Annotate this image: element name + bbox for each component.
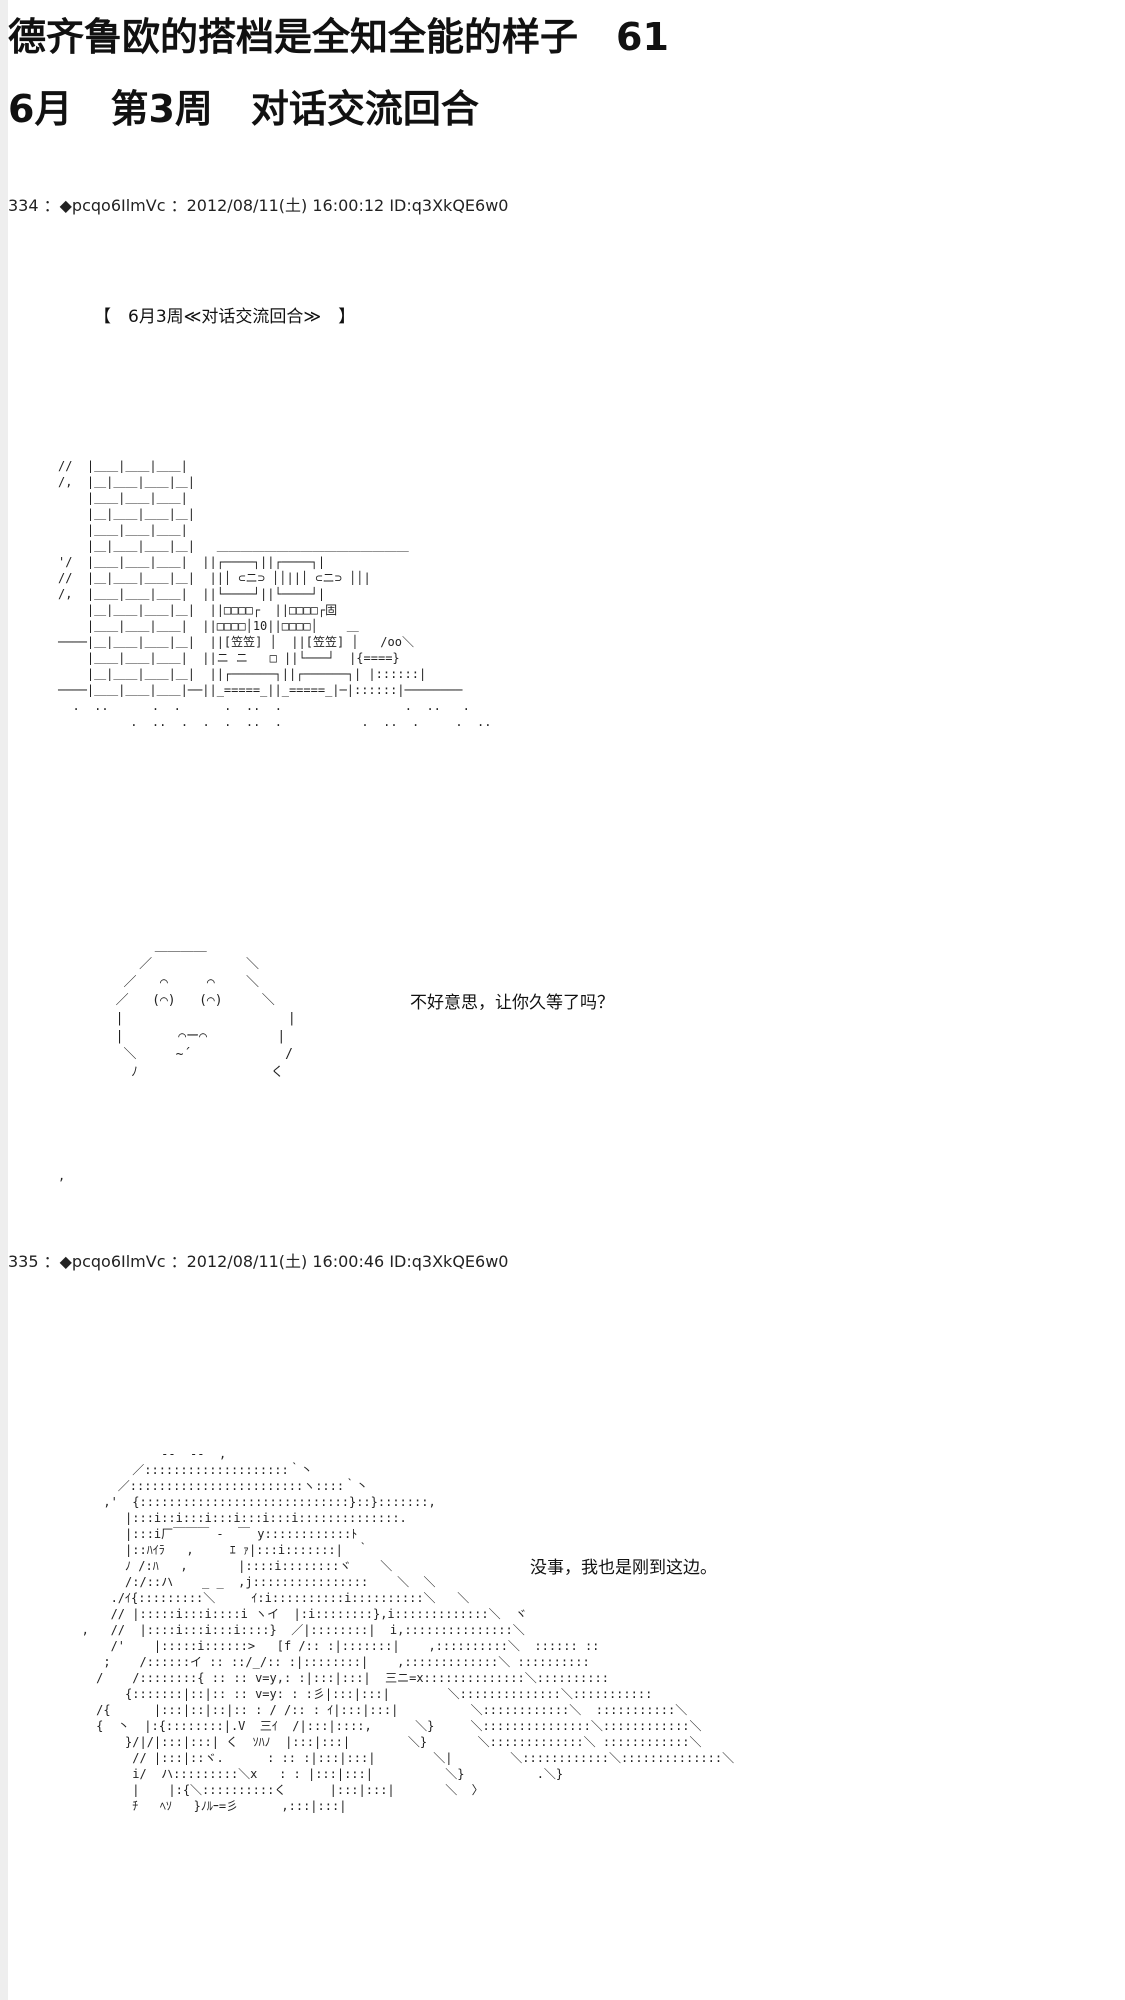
page-title: 德齐鲁欧的搭档是全知全能的样子 61	[8, 15, 669, 59]
trailing-mark: ,	[58, 1169, 66, 1183]
post-header-335: 335 ：◆pcqo6IlmVc ：2012/08/11(土) 16:00:46…	[8, 1252, 509, 1271]
character-ascii-art: -‐ ‐- , ／::::::::::::::::::::｀丶 ／:::::::…	[81, 1447, 735, 1813]
dialogue-line-335: 没事，我也是刚到这边。	[530, 1558, 717, 1578]
page-subtitle: 6月 第3周 对话交流回合	[8, 87, 479, 131]
dialogue-line-334: 不好意思，让你久等了吗？	[410, 993, 614, 1013]
scene-ascii-art: // |＿＿|＿＿|＿＿| /, |＿|＿＿|＿＿|＿| |＿＿|＿＿|＿＿| …	[58, 459, 492, 729]
post-header-334: 334 ：◆pcqo6IlmVc ：2012/08/11(土) 16:00:12…	[8, 196, 509, 215]
left-gutter	[0, 0, 8, 2000]
chapter-label: 【 6月3周≪对话交流回合≫ 】	[94, 307, 356, 327]
speaker-ascii-art: ＿＿＿＿ ／ ＼ ／ ⌒ ⌒ ＼ ／ (⌒) (⌒) ＼ | | | ⌒ー⌒ |…	[115, 939, 296, 1080]
